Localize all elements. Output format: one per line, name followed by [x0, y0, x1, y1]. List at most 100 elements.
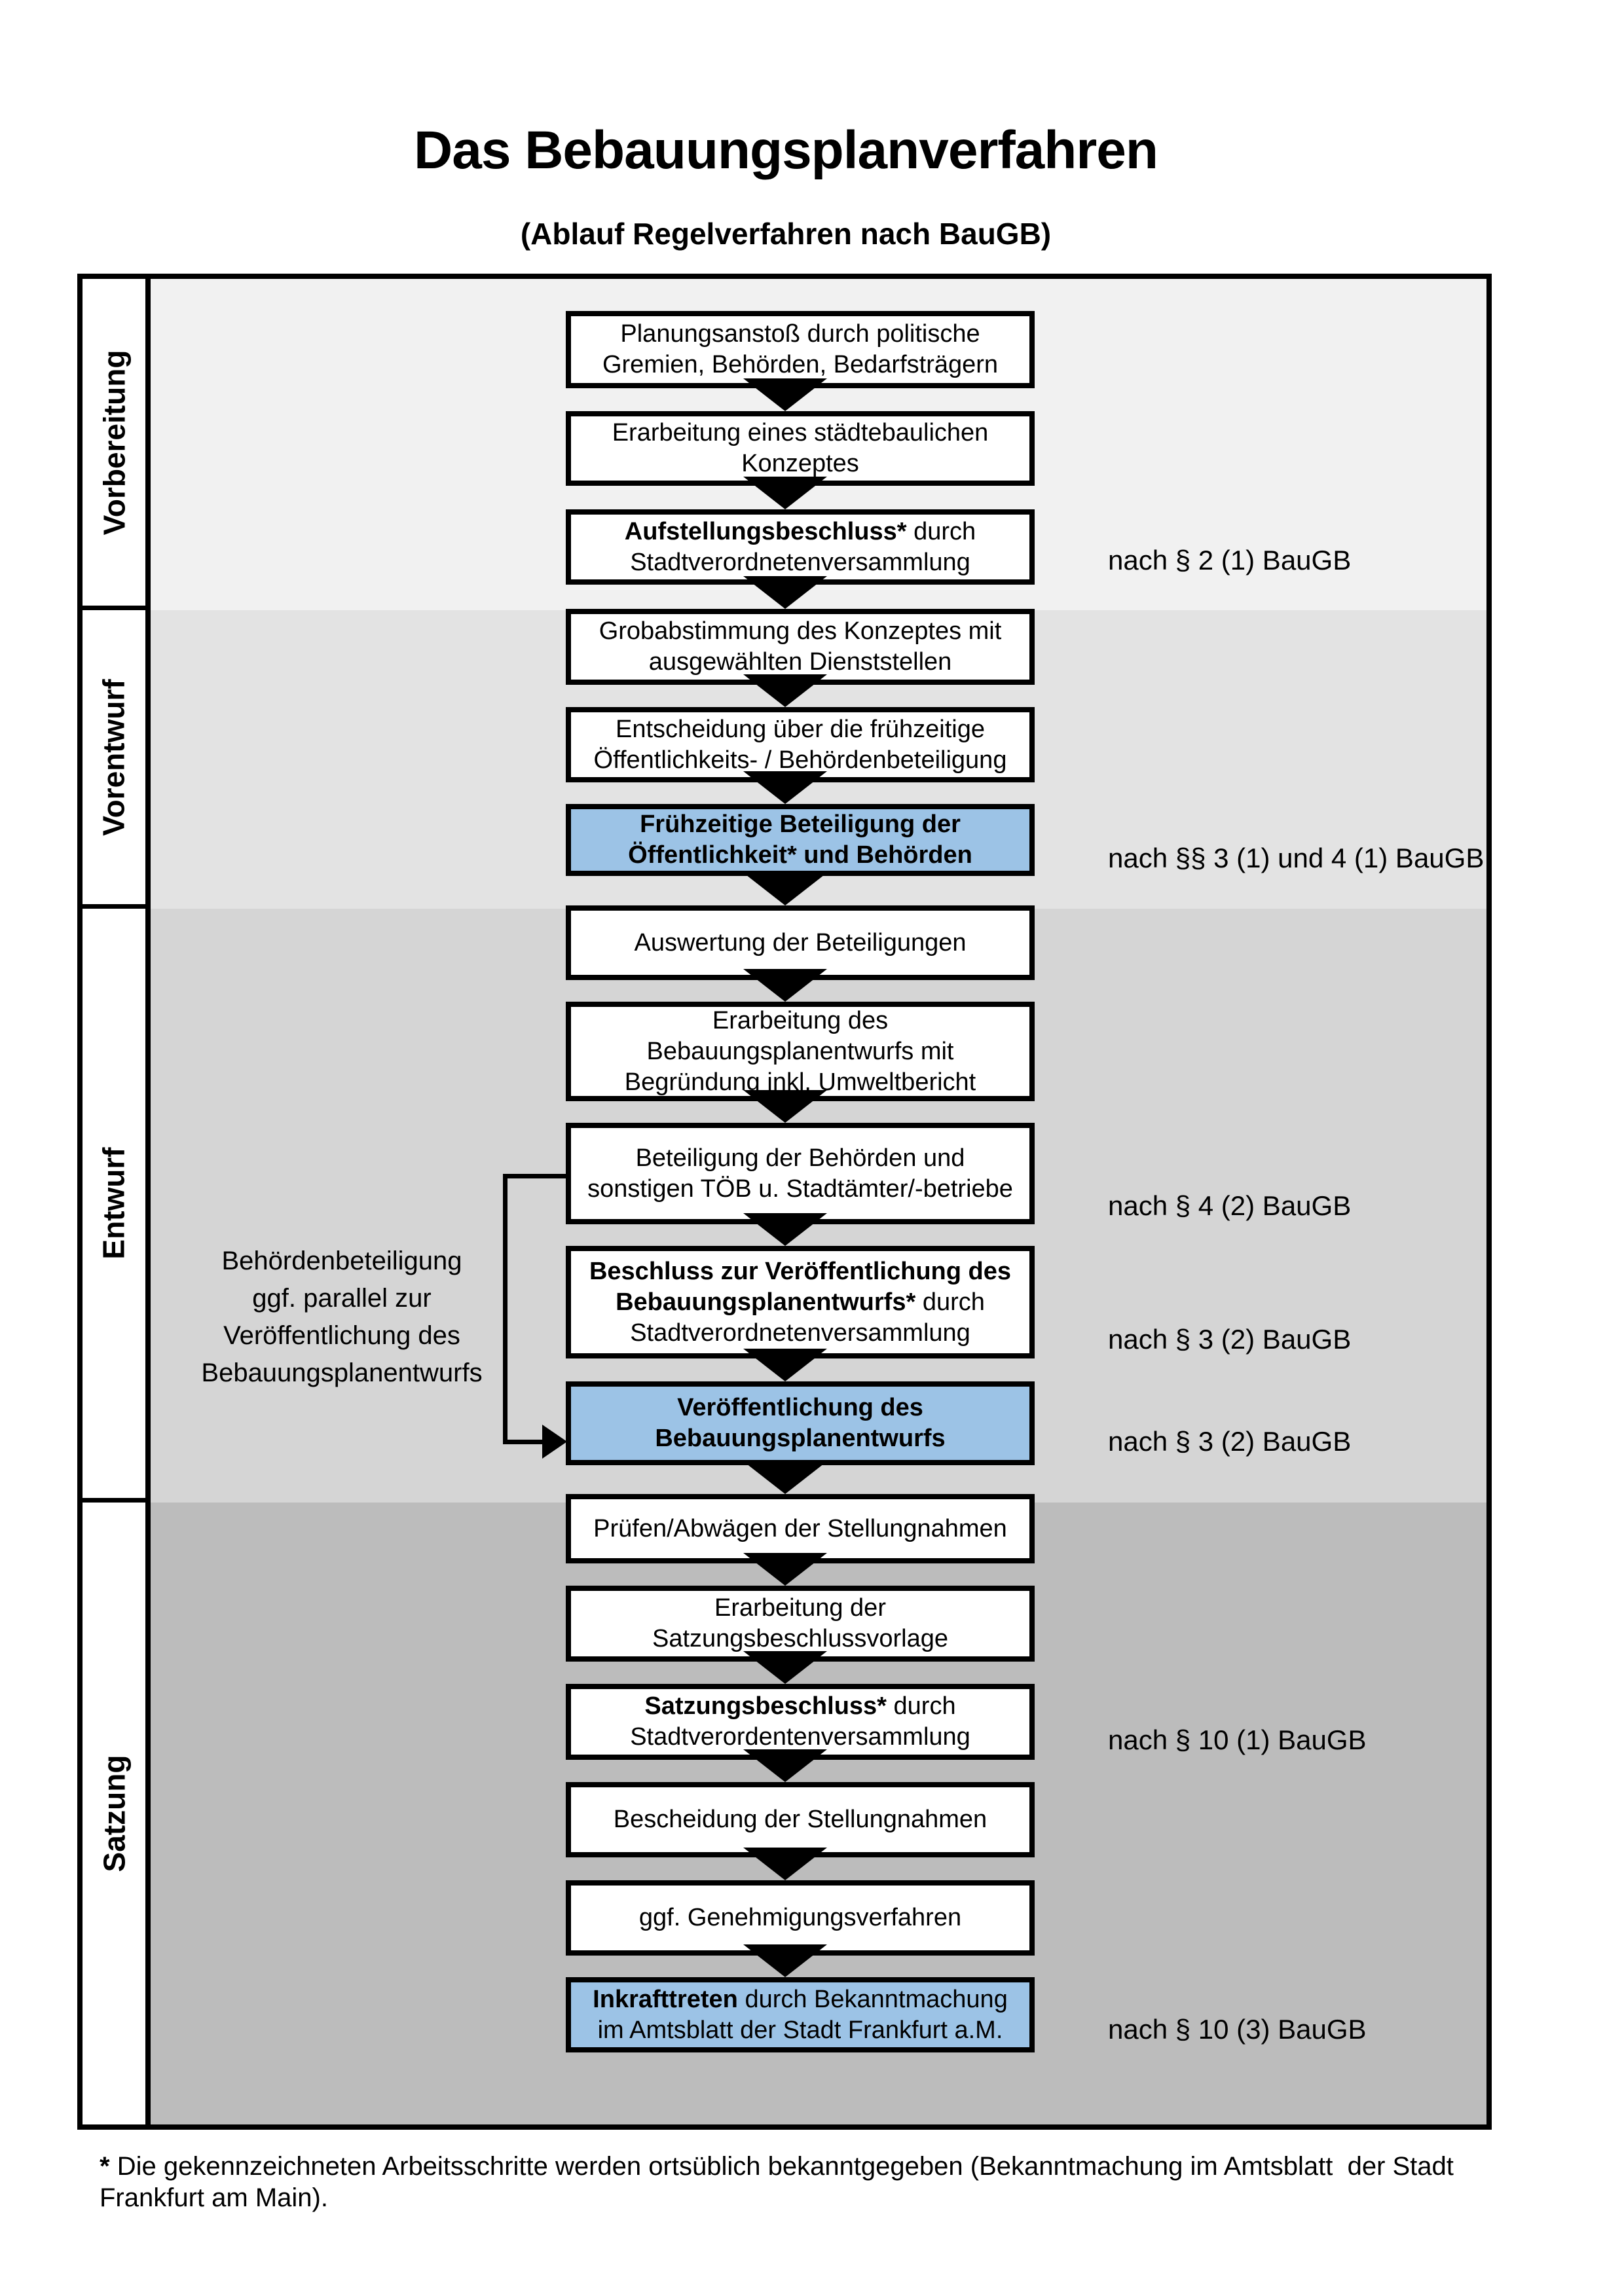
text-segment: Satzungsbeschlussvorlage — [652, 1625, 949, 1652]
text-line: Behördenbeteiligung — [165, 1243, 519, 1280]
text-segment: Erarbeitung eines städtebaulichen — [612, 419, 989, 446]
legal-reference: nach § 10 (3) BauGB — [1108, 2014, 1367, 2045]
text-segment: Veröffentlichung des — [223, 1321, 460, 1350]
text-line: Erarbeitung eines städtebaulichen — [612, 418, 989, 448]
text-segment: Aufstellungsbeschluss* — [624, 517, 907, 545]
text-line: Begründung inkl. Umweltbericht — [625, 1067, 976, 1098]
footnote-line: * Die gekennzeichneten Arbeitsschritte w… — [100, 2151, 1579, 2182]
parallel-connector-line-vertical — [503, 1174, 507, 1444]
text-line: ggf. parallel zur — [165, 1280, 519, 1317]
text-segment: Planungsanstoß durch politische — [620, 320, 980, 348]
step-genehmigungsverfahren: ggf. Genehmigungsverfahren — [566, 1880, 1035, 1956]
text-line: Entscheidung über die frühzeitige — [616, 714, 985, 745]
text-segment: Öffentlichkeit* und Behörden — [628, 841, 972, 869]
text-line: Gremien, Behörden, Bedarfsträgern — [602, 350, 998, 380]
legal-reference: nach § 3 (2) BauGB — [1108, 1426, 1352, 1457]
text-line: Beteiligung der Behörden und — [636, 1143, 965, 1174]
text-segment: Satzungsbeschluss* — [644, 1692, 887, 1720]
text-line: Grobabstimmung des Konzeptes mit — [599, 616, 1002, 647]
flow-arrow-down-icon — [743, 1349, 827, 1381]
text-line: Aufstellungsbeschluss* durch — [625, 517, 976, 547]
text-line: Bebauungsplanentwurfs — [655, 1423, 945, 1454]
text-line: Bebauungsplanentwurfs — [165, 1355, 519, 1392]
phase-column: Vorbereitung Vorentwurf Entwurf Satzung — [83, 279, 151, 2124]
phase-cell-vorbereitung: Vorbereitung — [83, 279, 145, 610]
flow-arrow-down-icon — [743, 969, 827, 1002]
text-segment: durch — [906, 517, 976, 545]
text-segment: Bebauungsplanentwurfs* — [616, 1288, 916, 1316]
legal-reference: nach § 2 (1) BauGB — [1108, 545, 1352, 575]
footnote-line: Frankfurt am Main). — [100, 2183, 328, 2212]
text-line: Auswertung der Beteiligungen — [634, 928, 966, 958]
text-line: Planungsanstoß durch politische — [620, 319, 980, 350]
text-segment: Bebauungsplanentwurfs — [655, 1425, 946, 1452]
page-title: Das Bebauungsplanverfahren — [414, 120, 1158, 180]
text-line: Öffentlichkeit* und Behörden — [628, 840, 972, 871]
text-line: Stadtverordnetenversammlung — [630, 547, 970, 578]
text-segment: Bebauungsplanentwurfs — [201, 1358, 483, 1387]
text-segment: Bebauungsplanentwurfs mit — [646, 1037, 954, 1065]
text-line: ggf. Genehmigungsverfahren — [639, 1903, 961, 1933]
text-segment: Stadtverordentenversammlung — [630, 1723, 970, 1751]
text-segment: Veröffentlichung des — [677, 1394, 923, 1421]
text-segment: Konzeptes — [741, 450, 859, 477]
text-line: Veröffentlichung des — [165, 1317, 519, 1355]
phase-cell-entwurf: Entwurf — [83, 909, 145, 1503]
text-segment: Erarbeitung des — [712, 1006, 889, 1034]
flow-arrow-down-icon — [743, 1651, 827, 1684]
flow-arrow-down-icon — [743, 477, 827, 509]
legal-reference: nach § 10 (1) BauGB — [1108, 1724, 1367, 1755]
text-segment: durch — [915, 1288, 985, 1316]
parallel-connector-line-top — [503, 1174, 566, 1178]
flow-arrow-down-icon — [743, 1553, 827, 1586]
text-segment: Öffentlichkeits- / Behördenbeteiligung — [593, 746, 1007, 774]
step-auswertung-beteiligungen: Auswertung der Beteiligungen — [566, 905, 1035, 980]
text-line: Stadtverordnetenversammlung — [630, 1318, 970, 1349]
legal-reference: nach §§ 3 (1) und 4 (1) BauGB — [1108, 843, 1485, 873]
text-segment: Frühzeitige Beteiligung der — [640, 811, 961, 838]
text-line: Inkrafttreten durch Bekanntmachung — [593, 1984, 1008, 2015]
text-segment: Begründung inkl. Umweltbericht — [624, 1068, 976, 1096]
text-line: Stadtverordentenversammlung — [630, 1722, 970, 1753]
text-segment: Entscheidung über die frühzeitige — [615, 715, 986, 743]
text-line: Prüfen/Abwägen der Stellungnahmen — [593, 1514, 1007, 1544]
text-segment: sonstigen TÖB u. Stadtämter/-betriebe — [587, 1175, 1013, 1203]
step-pruefen-abwaegen: Prüfen/Abwägen der Stellungnahmen — [566, 1494, 1035, 1563]
text-line: im Amtsblatt der Stadt Frankfurt a.M. — [598, 2015, 1003, 2046]
text-segment: ggf. parallel zur — [252, 1284, 432, 1313]
flow-arrow-down-icon — [743, 674, 827, 707]
text-line: Erarbeitung der — [714, 1593, 886, 1624]
text-line: sonstigen TÖB u. Stadtämter/-betriebe — [587, 1174, 1013, 1205]
text-line: Bebauungsplanentwurfs mit — [647, 1036, 954, 1067]
footnote-text: Die gekennzeichneten Arbeitsschritte wer… — [109, 2152, 1454, 2181]
page-subtitle: (Ablauf Regelverfahren nach BauGB) — [520, 217, 1052, 251]
flow-arrow-down-icon — [743, 873, 827, 905]
text-segment: Bescheidung der Stellungnahmen — [613, 1806, 987, 1833]
phase-label-vorentwurf: Vorentwurf — [97, 678, 131, 836]
flow-arrow-down-icon — [743, 1848, 827, 1880]
flow-arrow-down-icon — [743, 771, 827, 804]
text-line: Satzungsbeschluss* durch — [644, 1691, 955, 1722]
text-line: Bescheidung der Stellungnahmen — [614, 1804, 987, 1835]
text-segment: Stadtverordnetenversammlung — [630, 1319, 970, 1347]
text-segment: Stadtverordnetenversammlung — [630, 548, 970, 576]
text-segment: Auswertung der Beteiligungen — [634, 928, 967, 957]
text-segment: durch — [886, 1692, 956, 1720]
phase-cell-vorentwurf: Vorentwurf — [83, 610, 145, 909]
phase-label-entwurf: Entwurf — [97, 1147, 132, 1260]
flow-arrow-down-icon — [743, 1213, 827, 1246]
text-line: ausgewählten Dienststellen — [649, 647, 952, 678]
text-line: Veröffentlichung des — [677, 1393, 923, 1423]
text-line: Erarbeitung des — [712, 1006, 888, 1036]
text-line: Beschluss zur Veröffentlichung des — [589, 1256, 1011, 1287]
text-line: Konzeptes — [741, 448, 859, 479]
footnote-asterisk: * — [100, 2152, 110, 2181]
